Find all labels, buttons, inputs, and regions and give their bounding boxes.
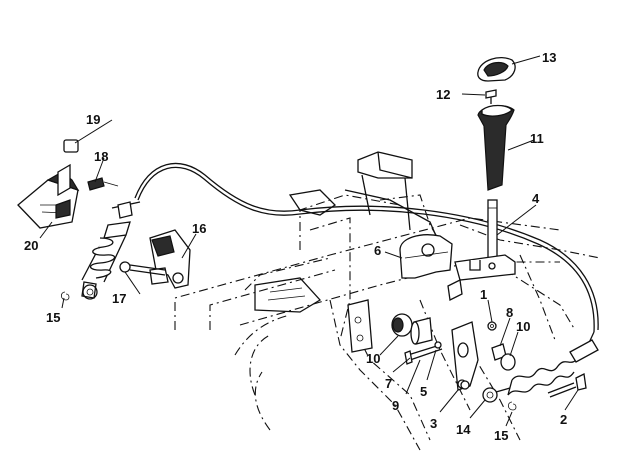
callout-5: 5 xyxy=(420,384,427,399)
part-16-bracket xyxy=(149,229,191,289)
bushing-center xyxy=(410,317,433,345)
part-19-sleeve xyxy=(57,139,79,197)
callout-20: 20 xyxy=(24,238,38,253)
part-6-mount-bracket xyxy=(399,234,463,301)
bushing-10-right xyxy=(500,353,516,371)
part-5-washer xyxy=(434,341,442,349)
callout-17: 17 xyxy=(112,291,126,306)
part-3-lever-arm xyxy=(451,321,479,391)
part-18-clip xyxy=(87,177,119,191)
part-13-knob-cap xyxy=(477,57,516,82)
callout-1: 1 xyxy=(480,287,487,302)
callout-3: 3 xyxy=(430,416,437,431)
callout-19: 19 xyxy=(86,112,100,127)
callout-13: 13 xyxy=(542,50,556,65)
callout-6: 6 xyxy=(374,243,381,258)
part-12-screw xyxy=(485,89,497,104)
callout-4: 4 xyxy=(532,191,540,206)
callout-2: 2 xyxy=(560,412,567,427)
part-2-bolt xyxy=(547,373,587,398)
part-15-clip-left xyxy=(60,291,70,301)
callout-14: 14 xyxy=(456,422,471,437)
callout-15-right: 15 xyxy=(494,428,508,443)
shift-spring-assembly-right xyxy=(482,339,599,403)
callout-18: 18 xyxy=(94,149,108,164)
frame-outline xyxy=(174,194,601,451)
callout-12: 12 xyxy=(436,87,450,102)
callout-16: 16 xyxy=(192,221,206,236)
part-15-clip-right xyxy=(507,401,517,411)
part-4-lever xyxy=(454,199,516,281)
callout-labels: 1 2 3 4 5 6 7 8 9 10 10 11 12 13 14 15 1… xyxy=(24,50,567,443)
leader-lines xyxy=(39,55,579,427)
part-14-bushing xyxy=(460,380,470,390)
part-11-shift-handle xyxy=(477,104,515,191)
shift-spring-assembly-left xyxy=(81,201,141,300)
callout-11: 11 xyxy=(530,131,544,146)
callout-10-right: 10 xyxy=(516,319,530,334)
callout-15-left: 15 xyxy=(46,310,60,325)
frame-tower xyxy=(254,151,441,313)
callout-7: 7 xyxy=(385,376,392,391)
callout-8: 8 xyxy=(506,305,513,320)
callout-9: 9 xyxy=(392,398,399,413)
mount-plate xyxy=(347,299,373,353)
callout-10-left: 10 xyxy=(366,351,380,366)
bushing-10-left xyxy=(391,313,413,337)
part-1-washer xyxy=(487,321,497,331)
